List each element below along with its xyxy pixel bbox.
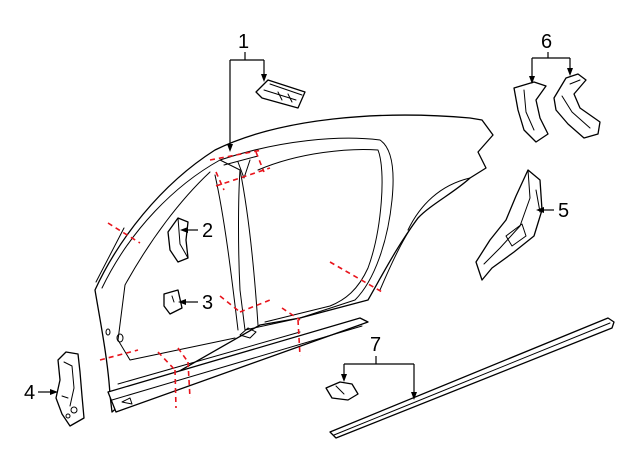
cut-lines: [99, 149, 383, 409]
callout-4: 4: [24, 382, 58, 404]
part-4-extension[interactable]: [55, 351, 85, 427]
part-7-molding[interactable]: [325, 317, 615, 439]
callout-2: 2: [180, 220, 213, 242]
body-side-panel[interactable]: [94, 114, 494, 413]
svg-text:3: 3: [202, 292, 213, 314]
callout-3: 3: [178, 292, 213, 314]
part-5-extension[interactable]: [475, 169, 543, 281]
svg-text:4: 4: [24, 382, 35, 404]
callout-7: 7: [341, 334, 417, 400]
svg-text:7: 7: [370, 334, 381, 356]
svg-text:2: 2: [202, 220, 213, 242]
svg-text:6: 6: [541, 31, 552, 53]
callout-6: 6: [529, 31, 573, 84]
svg-text:1: 1: [238, 31, 249, 53]
svg-text:5: 5: [558, 200, 569, 222]
callout-5: 5: [536, 200, 569, 222]
callout-1: 1: [227, 31, 267, 152]
part-1-insert[interactable]: [255, 79, 306, 109]
part-3-bracket[interactable]: [163, 289, 183, 315]
part-6-reinforcements[interactable]: [513, 73, 601, 143]
